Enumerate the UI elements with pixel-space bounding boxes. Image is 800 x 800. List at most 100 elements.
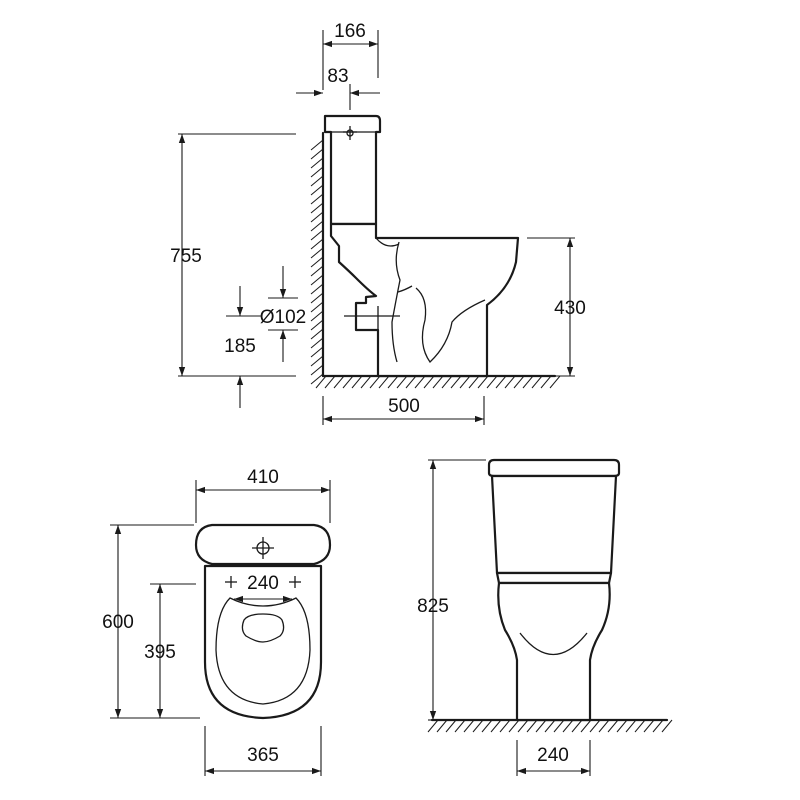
floor-hatch-line — [423, 375, 435, 389]
floor-hatch-line — [454, 719, 466, 733]
floor-hatch-line — [562, 719, 574, 733]
floor-hatch-line — [652, 719, 664, 733]
wall-hatch-line — [310, 193, 324, 205]
floor-hatch-line — [459, 375, 471, 389]
dim-top-length: 600 — [102, 612, 134, 633]
wall-hatch-line — [310, 337, 324, 349]
floor-hatch-line — [315, 375, 327, 389]
floor-hatch-line — [580, 719, 592, 733]
floor-hatch-line — [445, 719, 457, 733]
wall-hatch-line — [310, 265, 324, 277]
wall-hatch-line — [310, 292, 324, 304]
dim-seat-height: 430 — [554, 298, 586, 319]
toilet-side-profile — [323, 114, 520, 378]
wall-hatch-line — [310, 175, 324, 187]
floor-hatch-line — [369, 375, 381, 389]
dim-top-width: 410 — [247, 467, 279, 488]
floor-hatch-line — [481, 719, 493, 733]
floor-hatch-line — [513, 375, 525, 389]
wall-hatch-line — [310, 301, 324, 313]
floor-hatch-line — [463, 719, 475, 733]
floor-hatch-line — [495, 375, 507, 389]
floor-hatch-line — [378, 375, 390, 389]
floor-hatch-line — [427, 719, 439, 733]
floor-hatch-line — [625, 719, 637, 733]
floor-hatch-line — [351, 375, 363, 389]
dim-outlet-height: 185 — [224, 336, 256, 357]
floor-hatch-line — [531, 375, 543, 389]
side-view: 166 83 755 Ø102 185 — [170, 21, 586, 425]
wall-hatch-line — [310, 346, 324, 358]
wall-hatch-line — [310, 319, 324, 331]
floor-hatch-line — [436, 719, 448, 733]
toilet-front-profile — [487, 458, 621, 722]
floor-hatch-line — [571, 719, 583, 733]
dim-bowl-width: 365 — [247, 745, 279, 766]
floor-hatch-line — [432, 375, 444, 389]
wall-hatch-line — [310, 148, 324, 160]
wall-hatch-line — [310, 355, 324, 367]
floor-hatch-line — [634, 719, 646, 733]
front-floor — [427, 718, 673, 733]
dim-tank-depth: 166 — [334, 21, 366, 42]
wall-hatch-line — [310, 139, 324, 151]
floor-hatch-line — [360, 375, 372, 389]
wall-hatch-line — [310, 364, 324, 376]
floor-hatch-line — [504, 375, 516, 389]
dim-tank-offset: 83 — [327, 66, 348, 87]
floor-hatch-line — [544, 719, 556, 733]
floor-hatch-line — [387, 375, 399, 389]
floor-hatch-line — [522, 375, 534, 389]
wall-hatch-line — [310, 328, 324, 340]
floor-hatch-line — [477, 375, 489, 389]
floor-hatch-line — [553, 719, 565, 733]
floor-hatch-line — [342, 375, 354, 389]
wall-hatch-line — [310, 166, 324, 178]
floor-hatch — [427, 719, 673, 733]
floor-hatch — [315, 375, 561, 389]
floor-hatch-line — [607, 719, 619, 733]
wall-floor — [310, 131, 561, 389]
side-dimensions: 166 83 755 Ø102 185 — [170, 21, 586, 425]
dim-outlet-diameter: Ø102 — [260, 307, 306, 328]
wall-hatch-line — [310, 238, 324, 250]
floor-hatch-line — [324, 375, 336, 389]
floor-hatch-line — [643, 719, 655, 733]
wall-hatch-line — [310, 184, 324, 196]
dim-seat-length: 395 — [144, 642, 176, 663]
floor-hatch-line — [490, 719, 502, 733]
wall-hatch-line — [310, 157, 324, 169]
front-dimensions: 825 240 — [417, 459, 591, 776]
dim-total-height: 755 — [170, 246, 202, 267]
floor-hatch-line — [499, 719, 511, 733]
floor-hatch-line — [472, 719, 484, 733]
wall-hatch-line — [310, 247, 324, 259]
wall-hatch — [310, 139, 324, 385]
wall-hatch-line — [310, 211, 324, 223]
wall-hatch-line — [310, 256, 324, 268]
floor-hatch-line — [508, 719, 520, 733]
wall-hatch-line — [310, 202, 324, 214]
floor-hatch-line — [661, 719, 673, 733]
dim-base-width: 240 — [537, 745, 569, 766]
floor-hatch-line — [486, 375, 498, 389]
floor-hatch-line — [535, 719, 547, 733]
dim-hole-spacing: 240 — [247, 573, 279, 594]
wall-hatch-line — [310, 373, 324, 385]
wall-hatch-line — [310, 220, 324, 232]
top-dimensions: 410 240 600 395 365 — [102, 467, 331, 776]
toilet-top-outline — [194, 523, 332, 720]
front-view: 825 240 — [417, 458, 673, 776]
dim-front-height: 825 — [417, 596, 449, 617]
dim-total-depth: 500 — [388, 396, 420, 417]
wall-hatch-line — [310, 283, 324, 295]
floor-hatch-line — [405, 375, 417, 389]
floor-hatch-line — [468, 375, 480, 389]
floor-hatch-line — [517, 719, 529, 733]
floor-hatch-line — [333, 375, 345, 389]
top-view: 410 240 600 395 365 — [102, 467, 332, 776]
floor-hatch-line — [616, 719, 628, 733]
floor-hatch-line — [589, 719, 601, 733]
floor-hatch-line — [540, 375, 552, 389]
floor-hatch-line — [549, 375, 561, 389]
